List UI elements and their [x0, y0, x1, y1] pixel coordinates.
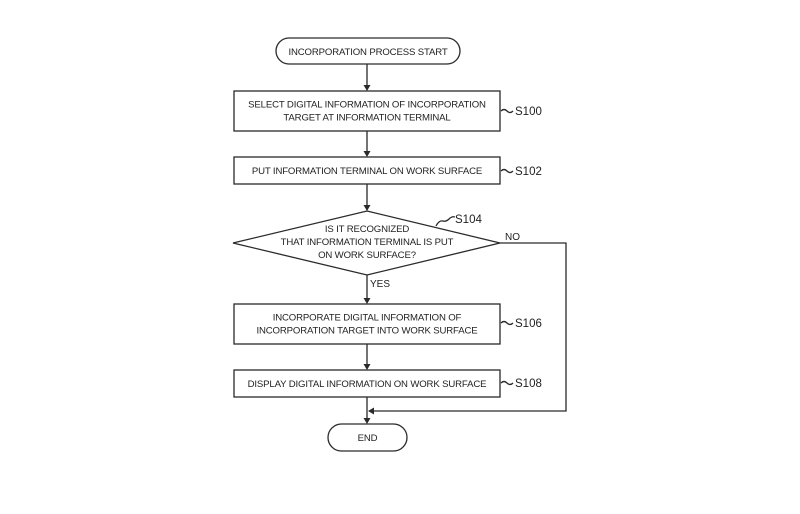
- decision-yes-label: YES: [370, 279, 390, 290]
- leader-s108: [500, 380, 514, 386]
- decision-s104-text-line1: IS IT RECOGNIZED: [325, 224, 410, 235]
- end-terminal-text: END: [358, 433, 378, 444]
- leader-s100: [500, 108, 514, 114]
- step-s108-text: DISPLAY DIGITAL INFORMATION ON WORK SURF…: [248, 379, 487, 390]
- decision-s104-id: S104: [455, 214, 482, 226]
- decision-s104: IS IT RECOGNIZED THAT INFORMATION TERMIN…: [232, 210, 520, 290]
- leader-s104: [435, 216, 456, 227]
- arrowhead-icon: [363, 364, 371, 370]
- end-terminal: END: [327, 423, 408, 452]
- leader-s106: [500, 320, 514, 326]
- connector-s104-end-no: [373, 242, 567, 412]
- decision-s104-text-line3: ON WORK SURFACE?: [318, 250, 416, 261]
- step-s102: PUT INFORMATION TERMINAL ON WORK SURFACE…: [233, 156, 542, 185]
- leader-s102: [500, 168, 514, 174]
- end-terminal-shape: [327, 423, 408, 452]
- step-s100-id: S100: [515, 106, 542, 118]
- step-s102-text: PUT INFORMATION TERMINAL ON WORK SURFACE: [252, 166, 482, 177]
- start-terminal: INCORPORATION PROCESS START: [275, 37, 461, 65]
- arrowhead-icon: [363, 151, 371, 157]
- arrowhead-icon: [363, 205, 371, 211]
- step-s106: INCORPORATE DIGITAL INFORMATION OF INCOR…: [233, 303, 542, 345]
- step-s100-text-line2: TARGET AT INFORMATION TERMINAL: [283, 113, 451, 124]
- step-s106-text-line1: INCORPORATE DIGITAL INFORMATION OF: [273, 313, 462, 324]
- arrowhead-icon: [363, 298, 371, 304]
- step-s106-text-line2: INCORPORATION TARGET INTO WORK SURFACE: [256, 326, 477, 337]
- step-s108-id: S108: [515, 378, 542, 390]
- decision-no-label: NO: [505, 232, 520, 243]
- step-s100-box: [233, 90, 501, 132]
- decision-s104-text-line2: THAT INFORMATION TERMINAL IS PUT: [281, 237, 454, 248]
- arrowhead-icon: [363, 418, 371, 424]
- step-s100-text-line1: SELECT DIGITAL INFORMATION OF INCORPORAT…: [248, 100, 486, 111]
- arrowhead-icon: [363, 85, 371, 91]
- step-s102-box: [233, 156, 501, 185]
- step-s106-box: [233, 303, 501, 345]
- step-s100: SELECT DIGITAL INFORMATION OF INCORPORAT…: [233, 90, 542, 132]
- arrowhead-icon: [368, 407, 374, 415]
- step-s102-id: S102: [515, 166, 542, 178]
- step-s106-id: S106: [515, 318, 542, 330]
- step-s108: DISPLAY DIGITAL INFORMATION ON WORK SURF…: [233, 369, 542, 398]
- step-s108-box: [233, 369, 501, 398]
- start-terminal-shape: [275, 37, 461, 65]
- start-terminal-text: INCORPORATION PROCESS START: [288, 47, 447, 58]
